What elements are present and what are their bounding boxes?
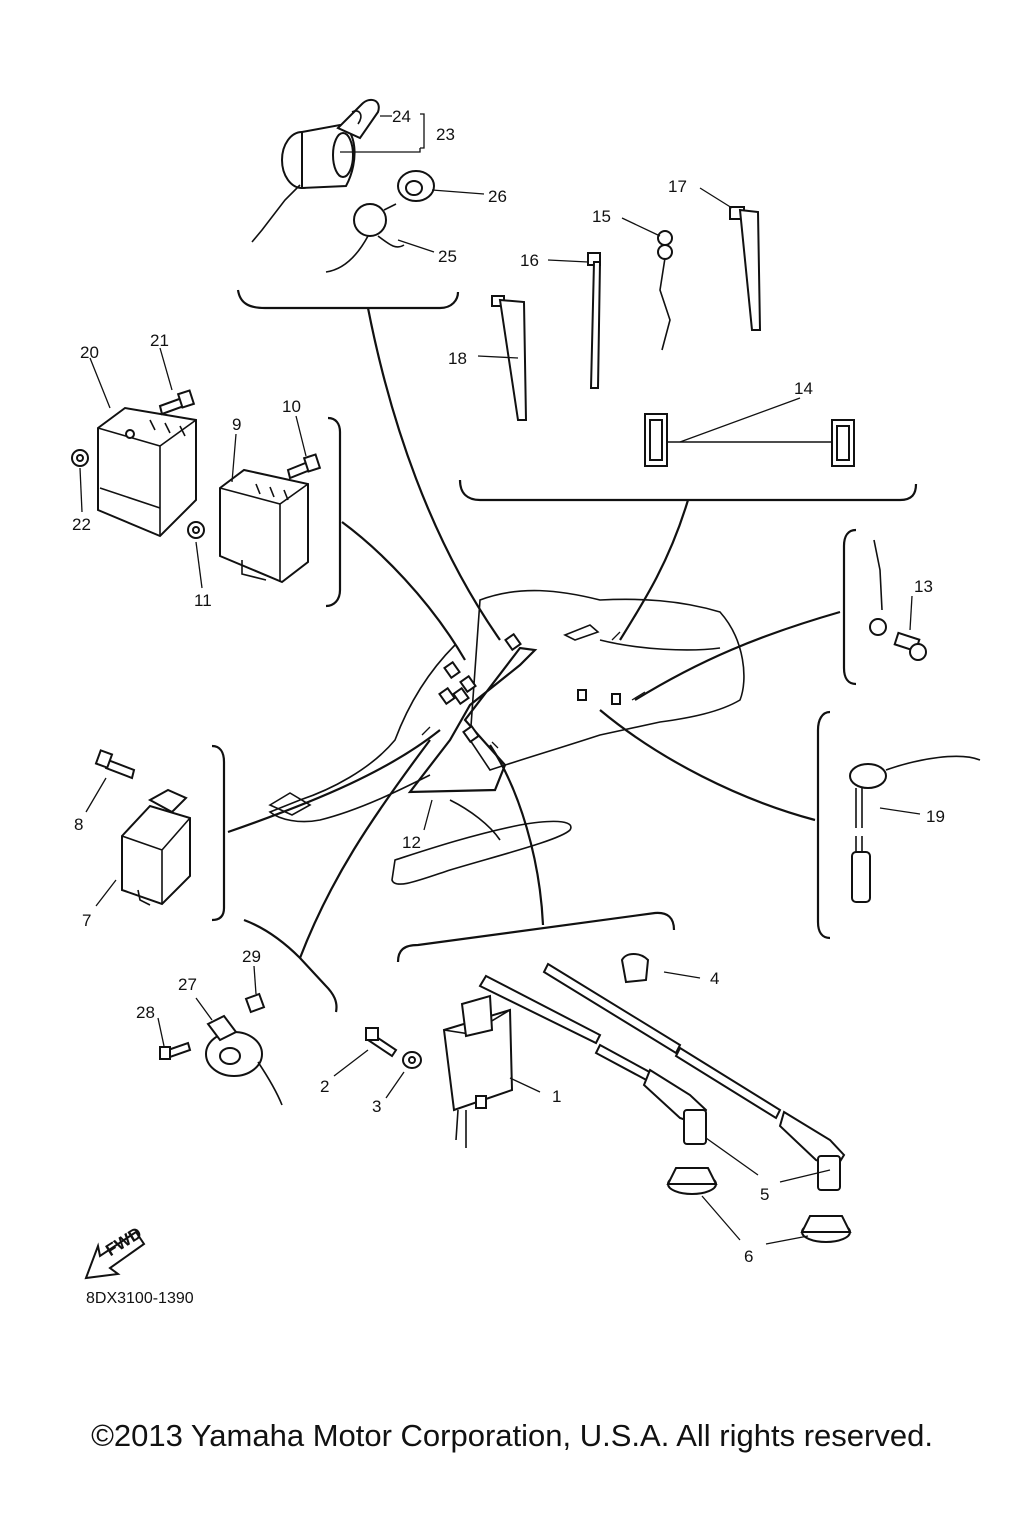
callout-leaders <box>79 113 921 1245</box>
main-switch-group <box>251 98 435 273</box>
callout-8: 8 <box>74 815 83 834</box>
callout-19: 19 <box>926 807 945 826</box>
callout-20: 20 <box>80 343 99 362</box>
callout-17: 17 <box>668 177 687 196</box>
callout-numbers: 1 2 3 4 5 6 7 8 9 10 11 12 13 14 15 16 1… <box>72 107 945 1266</box>
callout-4: 4 <box>710 969 719 988</box>
relay-7 <box>94 749 191 906</box>
callout-18: 18 <box>448 349 467 368</box>
callout-7: 7 <box>82 911 91 930</box>
diagram-code: 8DX3100-1390 <box>86 1290 194 1307</box>
callout-22: 22 <box>72 515 91 534</box>
callout-1: 1 <box>552 1087 561 1106</box>
forward-arrow-icon: FWD <box>84 1223 146 1280</box>
callout-11: 11 <box>194 591 212 610</box>
callout-14: 14 <box>794 379 813 398</box>
callout-15: 15 <box>592 207 611 226</box>
ignition-coil-group <box>365 953 852 1243</box>
callout-24: 24 <box>392 107 411 126</box>
group-leaders <box>227 307 841 959</box>
callout-6: 6 <box>744 1247 753 1266</box>
callout-26: 26 <box>488 187 507 206</box>
callout-29: 29 <box>242 947 261 966</box>
callout-3: 3 <box>372 1097 381 1116</box>
snowmobile-chassis <box>268 589 745 885</box>
callout-28: 28 <box>136 1003 155 1022</box>
callout-13: 13 <box>914 577 933 596</box>
group-frames <box>211 289 918 1013</box>
callout-2: 2 <box>320 1077 329 1096</box>
callout-27: 27 <box>178 975 197 994</box>
callout-16: 16 <box>520 251 539 270</box>
callout-25: 25 <box>438 247 457 266</box>
ground-lead <box>869 539 927 661</box>
callout-9: 9 <box>232 415 241 434</box>
callout-21: 21 <box>150 331 169 350</box>
callout-5: 5 <box>760 1185 769 1204</box>
bands-group <box>491 206 855 467</box>
sensor-19 <box>849 755 981 903</box>
control-units <box>71 389 322 584</box>
callout-10: 10 <box>282 397 301 416</box>
copyright-notice: ©2013 Yamaha Motor Corporation, U.S.A. A… <box>91 1418 933 1453</box>
callout-12: 12 <box>402 833 421 852</box>
callout-23: 23 <box>436 125 455 144</box>
sensor-27 <box>159 992 283 1106</box>
